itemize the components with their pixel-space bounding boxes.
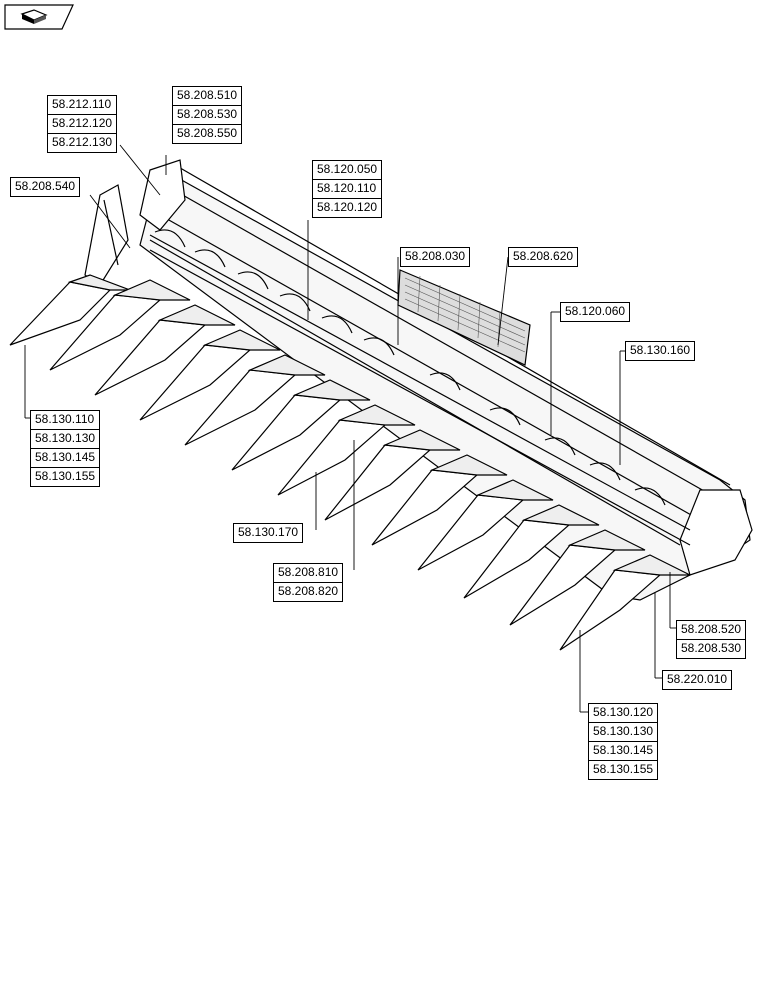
row-units — [9, 274, 691, 651]
part-number-label: 58.130.110 — [30, 410, 101, 430]
part-number-label: 58.208.510 — [172, 86, 243, 106]
row-unit — [277, 404, 416, 496]
row-unit — [324, 429, 461, 521]
part-number-label: 58.208.820 — [273, 582, 344, 602]
part-number-label: 58.130.130 — [30, 429, 101, 449]
row-unit — [49, 279, 191, 371]
callout-group-11: 58.208.810 58.208.820 — [273, 563, 344, 602]
part-number-label: 58.208.530 — [172, 105, 243, 125]
part-number-label: 58.208.540 — [10, 177, 81, 197]
assembly-view-icon — [4, 4, 74, 30]
row-unit — [463, 504, 600, 599]
part-number-label: 58.212.120 — [47, 114, 118, 134]
row-unit — [417, 479, 554, 571]
callout-group-5: 58.208.030 — [400, 247, 471, 267]
callout-group-13: 58.220.010 — [662, 670, 733, 690]
row-unit — [509, 529, 646, 626]
part-number-label: 58.120.110 — [312, 179, 383, 199]
callout-group-3: 58.208.540 — [10, 177, 81, 197]
part-number-label: 58.208.530 — [676, 639, 747, 659]
callout-group-4: 58.120.050 58.120.110 58.120.120 — [312, 160, 383, 218]
part-number-label: 58.130.170 — [233, 523, 304, 543]
row-unit — [184, 354, 326, 446]
part-number-label: 58.120.060 — [560, 302, 631, 322]
part-number-label: 58.130.160 — [625, 341, 696, 361]
row-unit — [139, 329, 281, 421]
callout-group-6: 58.208.620 — [508, 247, 579, 267]
header-frame — [84, 159, 753, 601]
callout-group-14: 58.130.120 58.130.130 58.130.145 58.130.… — [588, 703, 659, 780]
row-unit — [9, 274, 131, 346]
part-number-label: 58.130.145 — [30, 448, 101, 468]
row-unit — [94, 304, 236, 396]
leader-lines — [24, 144, 676, 713]
callout-group-10: 58.130.170 — [233, 523, 304, 543]
callout-group-12: 58.208.520 58.208.530 — [676, 620, 747, 659]
callout-group-1: 58.212.110 58.212.120 58.212.130 — [47, 95, 118, 153]
row-unit — [371, 454, 508, 546]
callout-group-8: 58.130.160 — [625, 341, 696, 361]
part-number-label: 58.208.520 — [676, 620, 747, 640]
part-number-label: 58.220.010 — [662, 670, 733, 690]
part-number-label: 58.208.550 — [172, 124, 243, 144]
part-number-label: 58.120.050 — [312, 160, 383, 180]
part-number-label: 58.120.120 — [312, 198, 383, 218]
part-number-label: 58.130.120 — [588, 703, 659, 723]
part-number-label: 58.208.620 — [508, 247, 579, 267]
part-number-label: 58.130.155 — [588, 760, 659, 780]
part-number-label: 58.208.030 — [400, 247, 471, 267]
row-unit — [559, 554, 691, 651]
row-unit — [231, 379, 371, 471]
callout-group-9: 58.130.110 58.130.130 58.130.145 58.130.… — [30, 410, 101, 487]
part-number-label: 58.212.130 — [47, 133, 118, 153]
part-number-label: 58.130.155 — [30, 467, 101, 487]
rear-screen-panel — [397, 269, 531, 366]
callout-group-7: 58.120.060 — [560, 302, 631, 322]
part-number-label: 58.130.145 — [588, 741, 659, 761]
part-number-label: 58.212.110 — [47, 95, 118, 115]
part-number-label: 58.208.810 — [273, 563, 344, 583]
cross-auger — [149, 229, 691, 546]
callout-group-2: 58.208.510 58.208.530 58.208.550 — [172, 86, 243, 144]
part-number-label: 58.130.130 — [588, 722, 659, 742]
